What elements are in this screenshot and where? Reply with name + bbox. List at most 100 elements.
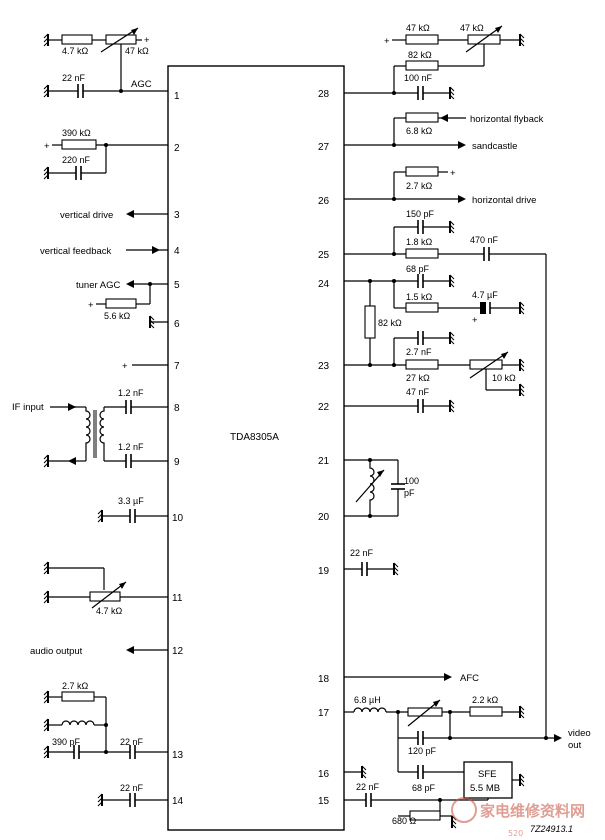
pin-11: 11	[172, 593, 183, 604]
pin7: +	[122, 361, 168, 372]
svg-text:1.5 kΩ: 1.5 kΩ	[406, 292, 433, 302]
pin-10: 10	[172, 513, 184, 524]
pin2-network: + 390 kΩ 220 nF	[43, 128, 168, 180]
svg-text:47 kΩ: 47 kΩ	[406, 23, 430, 33]
pin21-20-tank: 100 pF	[344, 458, 419, 518]
pin-22: 22	[318, 402, 330, 413]
svg-text:tuner AGC: tuner AGC	[76, 280, 120, 291]
svg-text:+: +	[122, 361, 128, 372]
svg-text:27 kΩ: 27 kΩ	[406, 373, 430, 383]
ic-body	[167, 65, 345, 831]
pin1-network: + 4.7 kΩ 47 kΩ 22 nF AGC	[43, 27, 168, 98]
pin-18: 18	[318, 674, 330, 685]
pin-23: 23	[318, 361, 330, 372]
svg-text:+: +	[450, 168, 456, 179]
svg-text:47 kΩ: 47 kΩ	[460, 23, 484, 33]
pin14-network: 22 nF	[97, 783, 168, 807]
svg-text:22 nF: 22 nF	[120, 737, 144, 747]
svg-text:+: +	[144, 35, 150, 46]
svg-text:470 nF: 470 nF	[470, 235, 499, 245]
svg-text:22 nF: 22 nF	[356, 782, 380, 792]
svg-text:AGC: AGC	[131, 79, 152, 90]
svg-text:47 nF: 47 nF	[406, 387, 430, 397]
watermark: 家电维修资料网 520	[451, 797, 585, 838]
pin11-network: 4.7 kΩ	[43, 561, 168, 616]
pin-15: 15	[318, 796, 330, 807]
pin17-15-network: 6.8 µH 2.2 kΩ video out 120 pF 68 pF SFE…	[344, 695, 591, 829]
svg-text:out: out	[568, 740, 582, 751]
svg-text:100 nF: 100 nF	[404, 73, 433, 83]
pin-20: 20	[318, 512, 330, 523]
svg-text:390 pF: 390 pF	[52, 737, 81, 747]
pin-17: 17	[318, 708, 330, 719]
svg-text:audio output: audio output	[30, 646, 83, 657]
pin-3: 3	[174, 210, 180, 221]
svg-text:2.2 kΩ: 2.2 kΩ	[472, 695, 499, 705]
pin-28: 28	[318, 89, 330, 100]
pin-5: 5	[174, 280, 180, 291]
svg-text:4.7 µF: 4.7 µF	[472, 290, 498, 300]
svg-text:horizontal flyback: horizontal flyback	[470, 114, 544, 125]
svg-text:vertical feedback: vertical feedback	[40, 246, 112, 257]
svg-text:1.2 nF: 1.2 nF	[118, 388, 144, 398]
svg-text:1.8 kΩ: 1.8 kΩ	[406, 237, 433, 247]
pin-14: 14	[172, 796, 184, 807]
pin-12: 12	[172, 646, 184, 657]
if-input-network: IF input 1.2 nF 1.2 nF	[12, 388, 168, 468]
pin-8: 8	[174, 403, 180, 414]
svg-text:vertical drive: vertical drive	[60, 210, 113, 221]
left-pin-numbers: 1 2 3 4 5 6 7 8 9 10 11 12 13 14	[172, 91, 184, 807]
svg-text:sandcastle: sandcastle	[472, 141, 517, 152]
svg-text:+: +	[472, 315, 478, 326]
svg-text:+: +	[44, 141, 50, 152]
pin12-signal: audio output	[30, 646, 168, 657]
pin18-signal: AFC	[344, 673, 479, 684]
pin-9: 9	[174, 457, 180, 468]
pin28-network: + 47 kΩ 47 kΩ 82 kΩ 100 nF	[344, 23, 525, 100]
svg-text:AFC: AFC	[460, 673, 479, 684]
drawing-number: 7Z24913.1	[530, 824, 573, 834]
svg-text:video: video	[568, 728, 591, 739]
svg-text:1.2 nF: 1.2 nF	[118, 442, 144, 452]
svg-text:150 pF: 150 pF	[406, 209, 435, 219]
svg-text:22 nF: 22 nF	[62, 73, 86, 83]
svg-text:2.7 kΩ: 2.7 kΩ	[406, 181, 433, 191]
pin-13: 13	[172, 750, 184, 761]
svg-text:2.7 nF: 2.7 nF	[406, 347, 432, 357]
svg-text:6.8 µH: 6.8 µH	[354, 695, 381, 705]
pin3-5-signals: vertical drive vertical feedback tuner A…	[40, 210, 168, 329]
svg-text:120 pF: 120 pF	[408, 746, 437, 756]
pin-19: 19	[318, 566, 330, 577]
svg-text:SFE: SFE	[478, 769, 496, 780]
svg-text:3.3 µF: 3.3 µF	[118, 496, 144, 506]
pin27-network: sandcastle horizontal flyback 6.8 kΩ	[344, 112, 544, 152]
svg-text:390 kΩ: 390 kΩ	[62, 128, 91, 138]
pin-26: 26	[318, 196, 330, 207]
pin26-network: horizontal drive + 2.7 kΩ	[344, 166, 536, 206]
pin-6: 6	[174, 319, 180, 330]
svg-text:6.8 kΩ: 6.8 kΩ	[406, 126, 433, 136]
pin25-23-network: 150 pF 1.8 kΩ 470 nF 68 pF 1.5 kΩ 4.7 µF…	[344, 209, 547, 738]
pin-21: 21	[318, 456, 330, 467]
pin-24: 24	[318, 279, 330, 290]
pin-16: 16	[318, 769, 330, 780]
svg-text:82 kΩ: 82 kΩ	[408, 50, 432, 60]
watermark-text: 家电维修资料网	[480, 802, 585, 820]
svg-text:68 pF: 68 pF	[406, 264, 430, 274]
svg-text:10 kΩ: 10 kΩ	[492, 373, 516, 383]
svg-text:4.7 kΩ: 4.7 kΩ	[96, 606, 123, 616]
pin10-network: 3.3 µF	[97, 496, 168, 523]
svg-text:5.6 kΩ: 5.6 kΩ	[104, 311, 131, 321]
pin-2: 2	[174, 143, 180, 154]
pin-25: 25	[318, 250, 330, 261]
svg-text:5.5 MB: 5.5 MB	[470, 783, 500, 794]
svg-text:+: +	[88, 300, 94, 311]
svg-text:pF: pF	[404, 488, 415, 498]
pin-1: 1	[174, 91, 180, 102]
pin22-network: 47 nF	[344, 387, 455, 413]
svg-text:horizontal drive: horizontal drive	[472, 195, 536, 206]
svg-text:82 kΩ: 82 kΩ	[378, 318, 402, 328]
svg-text:IF input: IF input	[12, 402, 44, 413]
pin-27: 27	[318, 142, 330, 153]
right-pin-numbers: 28 27 26 25 24 23 22 21 20 19 18 17 16 1…	[318, 89, 330, 807]
